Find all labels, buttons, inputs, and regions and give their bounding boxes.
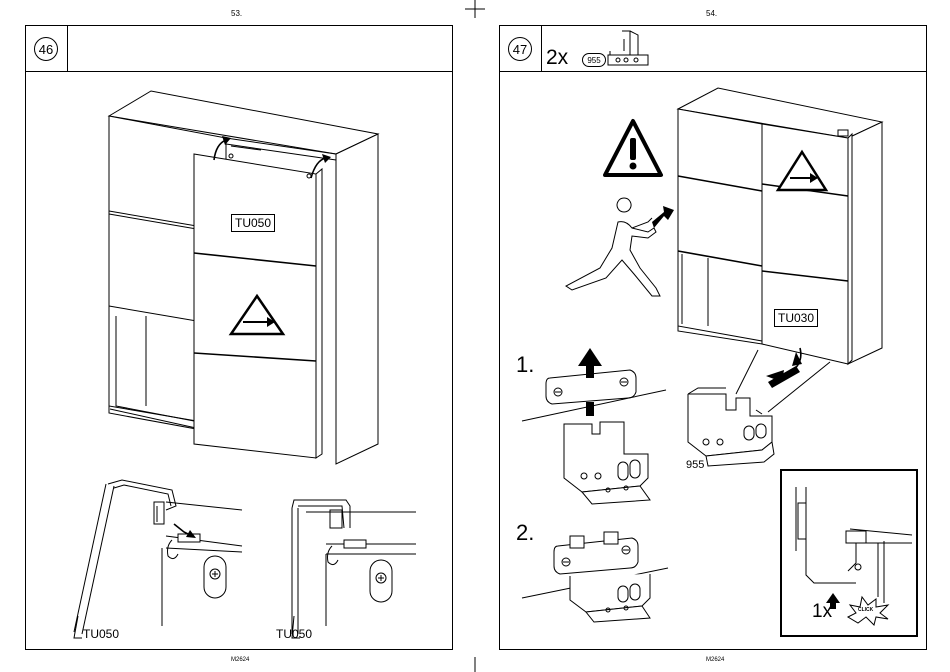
- step-46-detail-right-label: TU050: [276, 627, 312, 641]
- step-46-panel: 46 TU050: [25, 25, 453, 650]
- center-crop-mark-top: [465, 0, 485, 20]
- left-page-number: 53.: [231, 9, 242, 18]
- arrow-triangle-icon: [229, 294, 285, 336]
- right-page-footer: M2624: [706, 657, 724, 663]
- click-detail-inset: 1x CLICK: [780, 469, 918, 637]
- step-46-detail-right-drawing: [26, 466, 452, 649]
- step-46-detail-left-label: TU050: [83, 627, 119, 641]
- center-crop-mark-bottom: [465, 655, 485, 672]
- step-47-panel: 47 2x 955: [499, 25, 927, 650]
- step-46-door-label: TU050: [231, 214, 275, 232]
- click-burst-text: CLICK: [858, 607, 873, 613]
- left-page-footer: M2624: [231, 657, 249, 663]
- click-quantity: 1x: [812, 601, 832, 623]
- right-page-number: 54.: [706, 9, 717, 18]
